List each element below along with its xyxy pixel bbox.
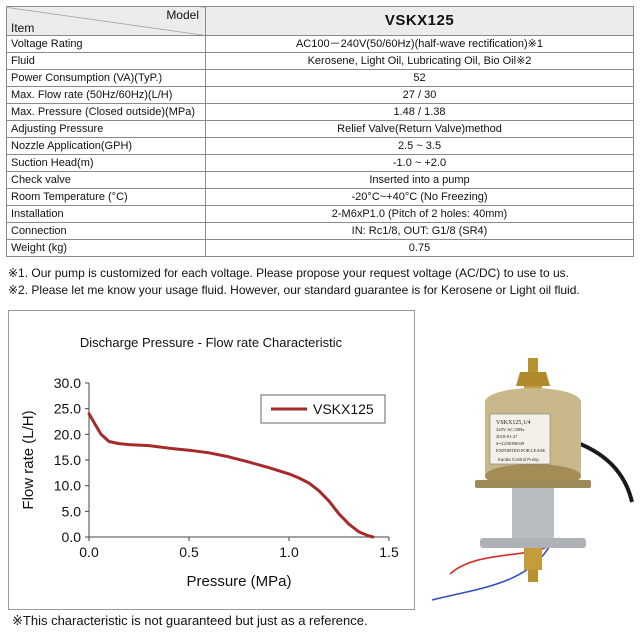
spec-row-value: 1.48 / 1.38 xyxy=(205,103,634,121)
nameplate-line: 2018-01-27 xyxy=(496,434,518,439)
spec-row-label: Max. Flow rate (50Hz/60Hz)(L/H) xyxy=(6,86,206,104)
series-line-1 xyxy=(87,412,375,539)
note-1: ※1. Our pump is customized for each volt… xyxy=(8,266,569,280)
pump-brand: Kanda Control Pump xyxy=(498,457,539,462)
pump-housing xyxy=(512,488,554,538)
spec-row-value: IN: Rc1/8, OUT: G1/8 (SR4) xyxy=(205,222,634,240)
chart-title: Discharge Pressure - Flow rate Character… xyxy=(80,335,343,350)
note-2: ※2. Please let me know your usage fluid.… xyxy=(8,283,580,297)
spec-row-label: Power Consumption (VA)(TyP.) xyxy=(6,69,206,87)
nameplate-line: 220V AC,50Hz xyxy=(496,427,525,433)
pump-wire xyxy=(431,541,553,601)
spec-row-label: Max. Pressure (Closed outside)(MPa) xyxy=(6,103,206,121)
pump-nameplate xyxy=(489,413,551,465)
pump-outlet-nut xyxy=(516,372,550,386)
spec-row-label: Suction Head(m) xyxy=(6,154,206,172)
pump-inlet-nipple xyxy=(528,570,538,582)
x-tick-label: 0.5 xyxy=(179,544,199,560)
nameplate-line: EXPORTED FOR LEASE xyxy=(496,448,545,453)
spec-row: Suction Head(m)-1.0 ~ +2.0 xyxy=(6,154,634,172)
spec-row-label: Connection xyxy=(6,222,206,240)
x-axis-label: Pressure (MPa) xyxy=(186,573,291,590)
pump-mounting-plate xyxy=(480,538,586,548)
spec-row-label: Nozzle Application(GPH) xyxy=(6,137,206,155)
model-name: VSKX125 xyxy=(205,6,634,36)
spec-row-label: Fluid xyxy=(6,52,206,70)
y-axis-label: Flow rate (L/H) xyxy=(20,410,37,509)
y-tick-label: 30.0 xyxy=(54,375,81,391)
spec-row-label: Weight (kg) xyxy=(6,239,206,257)
notes: ※1. Our pump is customized for each volt… xyxy=(8,265,638,299)
chart-frame: Discharge Pressure - Flow rate Character… xyxy=(8,310,415,610)
y-tick-label: 25.0 xyxy=(54,401,81,417)
spec-row-value: AC100－240V(50/60Hz)(half-wave rectificat… xyxy=(205,35,634,53)
spec-row-value: Inserted into a pump xyxy=(205,171,634,189)
spec-row-value: 2.5 ~ 3.5 xyxy=(205,137,634,155)
spec-row-label: Voltage Rating xyxy=(6,35,206,53)
flow-pressure-chart: Discharge Pressure - Flow rate Character… xyxy=(20,335,399,590)
header-item-label: Item xyxy=(11,21,35,35)
spec-row: Max. Flow rate (50Hz/60Hz)(L/H)27 / 30 xyxy=(6,86,634,104)
legend-label: VSKX125 xyxy=(313,401,374,417)
spec-row: Nozzle Application(GPH)2.5 ~ 3.5 xyxy=(6,137,634,155)
x-tick-label: 0.0 xyxy=(79,544,99,560)
spec-row: Max. Pressure (Closed outside)(MPa)1.48 … xyxy=(6,103,634,121)
y-tick-label: 15.0 xyxy=(54,452,81,468)
nameplate-line: VSKX125,1/4 xyxy=(496,420,531,426)
x-tick-label: 1.5 xyxy=(379,544,399,560)
spec-row-value: 52 xyxy=(205,69,634,87)
nameplate-line: S=2218000049 xyxy=(496,441,525,446)
header-model-label: Model xyxy=(166,8,199,22)
spec-row-value: Kerosene, Light Oil, Lubricating Oil, Bi… xyxy=(205,52,634,70)
spec-header-row: Model Item VSKX125 xyxy=(6,6,634,36)
chart-footnote: ※This characteristic is not guaranteed b… xyxy=(12,613,368,628)
spec-row-label: Room Temperature (°C) xyxy=(6,188,206,206)
spec-row-value: 27 / 30 xyxy=(205,86,634,104)
pump-flange xyxy=(475,480,591,488)
y-tick-label: 5.0 xyxy=(62,503,82,519)
pump-outlet-nipple-top xyxy=(528,358,538,372)
spec-row: Weight (kg)0.75 xyxy=(6,239,634,257)
spec-row-value: Relief Valve(Return Valve)method xyxy=(205,120,634,138)
y-tick-label: 0.0 xyxy=(62,529,82,545)
spec-row: Power Consumption (VA)(TyP.)52 xyxy=(6,69,634,87)
pump-inlet-fitting xyxy=(524,548,542,570)
spec-row-label: Check valve xyxy=(6,171,206,189)
spec-row-value: 0.75 xyxy=(205,239,634,257)
y-tick-label: 10.0 xyxy=(54,478,81,494)
spec-row-label: Adjusting Pressure xyxy=(6,120,206,138)
spec-row-value: 2-M6xP1.0 (Pitch of 2 holes: 40mm) xyxy=(205,205,634,223)
header-corner-cell: Model Item xyxy=(6,6,206,36)
spec-row-value: -20°C~+40°C (No Freezing) xyxy=(205,188,634,206)
spec-row-label: Installation xyxy=(6,205,206,223)
spec-row: Room Temperature (°C)-20°C~+40°C (No Fre… xyxy=(6,188,634,206)
spec-row-value: -1.0 ~ +2.0 xyxy=(205,154,634,172)
x-tick-label: 1.0 xyxy=(279,544,299,560)
y-tick-label: 20.0 xyxy=(54,426,81,442)
